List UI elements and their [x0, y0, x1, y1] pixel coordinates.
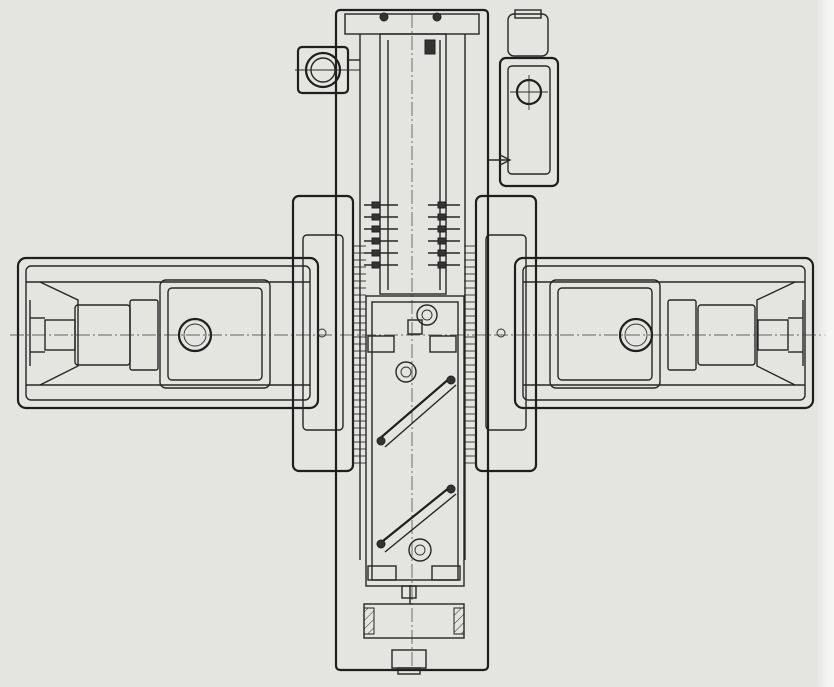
bottom-base: [363, 603, 465, 675]
central-frame: [334, 8, 490, 672]
spring-stack: [364, 201, 460, 269]
top-right-motor: [488, 9, 560, 188]
lower-diagonal-link: [377, 486, 451, 546]
left-arm: [16, 256, 320, 410]
lower-carriage: [365, 295, 465, 604]
upper-diagonal-link: [377, 377, 451, 441]
left-column: [291, 194, 366, 473]
right-arm: [513, 256, 815, 410]
page-edge-shadow: [816, 0, 834, 687]
right-column: [464, 194, 538, 473]
top-left-pulley: [295, 45, 360, 95]
